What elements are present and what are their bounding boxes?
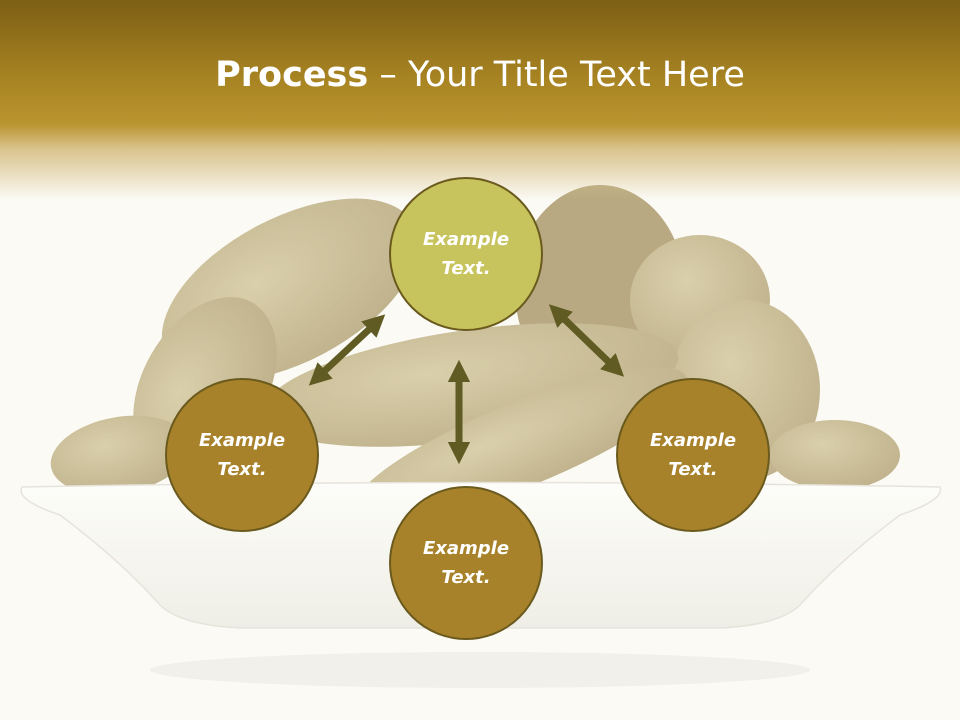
process-node-top: Example Text. <box>389 177 543 331</box>
node-bottom-label: Example Text. <box>422 538 510 588</box>
title-strong: Process <box>215 55 369 95</box>
node-top-label: Example Text. <box>422 229 510 279</box>
header-band <box>0 0 960 200</box>
slide-title: Process – Your Title Text Here <box>0 52 960 98</box>
node-right-label: Example Text. <box>649 430 737 480</box>
process-node-bottom: Example Text. <box>389 486 543 640</box>
title-rest: – Your Title Text Here <box>368 55 745 95</box>
process-node-left: Example Text. <box>165 378 319 532</box>
node-left-label: Example Text. <box>198 430 286 480</box>
process-node-right: Example Text. <box>616 378 770 532</box>
